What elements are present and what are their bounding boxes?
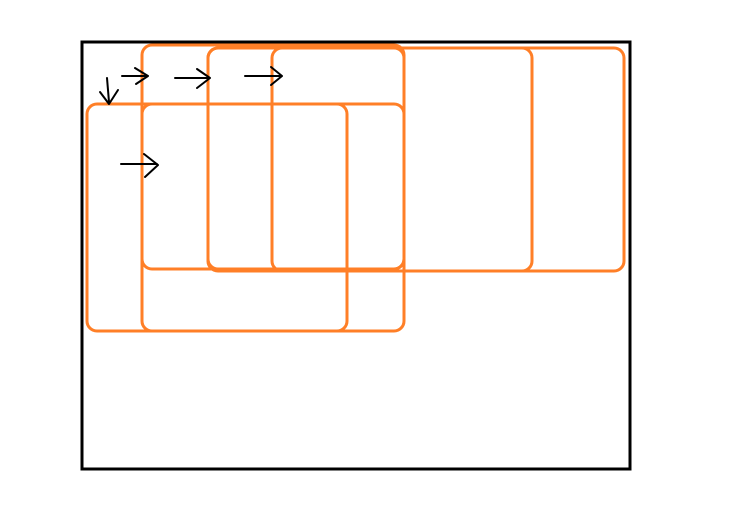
arrow-right-icon [174,68,211,89]
window-rect-6 [206,46,406,271]
arrow-down-icon [99,77,119,105]
window-rect-4 [85,102,349,333]
arrows-layer [99,66,283,178]
arrow-right-icon [120,153,159,178]
window-rect-2 [206,46,534,273]
window-rect-3 [270,46,626,273]
arrow-right-icon [121,67,149,85]
windows-layer [85,43,626,333]
arrow-right-icon [244,66,283,86]
outer-container-frame [80,40,632,471]
